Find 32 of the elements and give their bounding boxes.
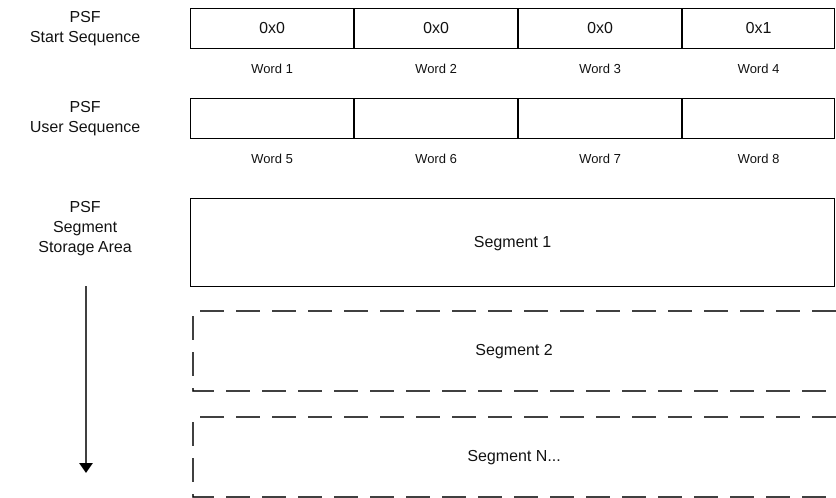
word-label: Word 4 [736, 61, 780, 77]
row-label: User Sequence [28, 118, 142, 138]
cell-text: 0x0 [423, 18, 449, 38]
dashed-box [192, 416, 836, 498]
word-cell [682, 8, 835, 49]
segment-box [190, 198, 835, 287]
word-cell [682, 98, 835, 139]
word-cell [354, 8, 518, 49]
word-label: Word 2 [414, 61, 458, 77]
word-label: Word 8 [736, 151, 780, 167]
cell-text: Segment N... [467, 447, 561, 467]
row-label: Start Sequence [28, 28, 142, 48]
row-label: PSF [68, 198, 102, 218]
word-cell [518, 8, 682, 49]
cell-text: 0x0 [259, 18, 285, 38]
word-label: Word 3 [578, 61, 622, 77]
cell-text: 0x1 [746, 18, 772, 38]
cell-text: Segment 1 [474, 232, 552, 252]
cell-text: 0x0 [587, 18, 613, 38]
dashed-box [192, 310, 836, 392]
word-label: Word 1 [250, 61, 294, 77]
word-label: Word 7 [578, 151, 622, 167]
word-cell [190, 8, 354, 49]
row-label: PSF [68, 8, 102, 28]
word-label: Word 5 [250, 151, 294, 167]
word-cell [518, 98, 682, 139]
row-label: Segment Storage Area [37, 218, 133, 258]
word-cell [354, 98, 518, 139]
cell-text: Segment 2 [475, 341, 553, 361]
word-label: Word 6 [414, 151, 458, 167]
row-label: PSF [68, 98, 102, 118]
word-cell [190, 98, 354, 139]
